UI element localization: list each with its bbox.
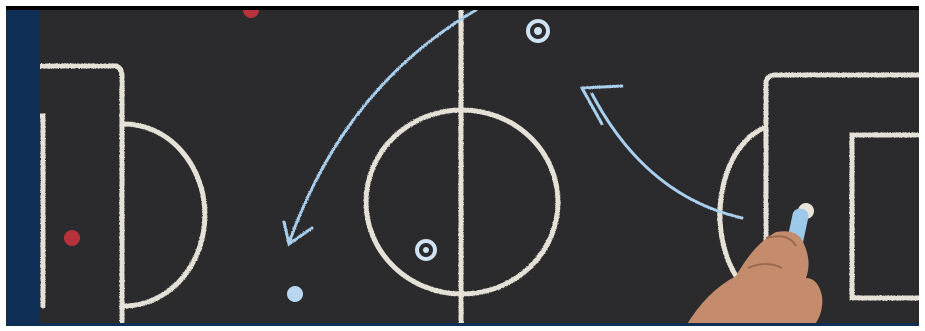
player-marker-blue: [287, 286, 303, 302]
top-border: [6, 6, 919, 10]
player-marker-blue-center: [534, 27, 542, 35]
player-marker-blue-center: [423, 247, 429, 253]
player-marker-red: [64, 230, 80, 246]
chalkboard-photo: [6, 6, 919, 326]
left-blue-strip: [6, 6, 40, 326]
bottom-border: [6, 323, 919, 326]
pitch-drawing: [6, 6, 919, 326]
